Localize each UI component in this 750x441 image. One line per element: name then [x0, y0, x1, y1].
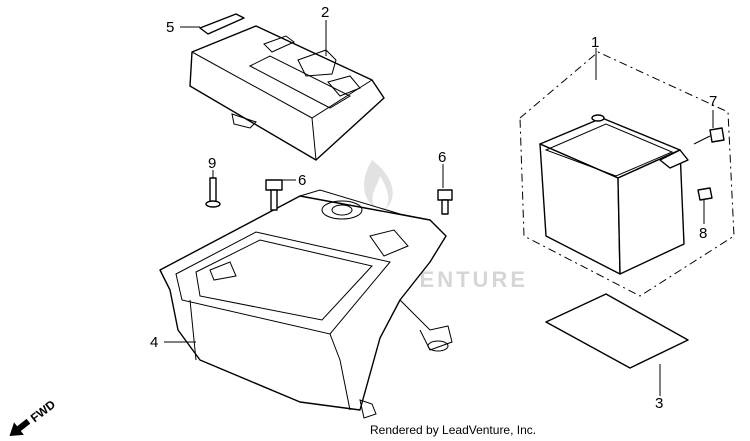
part-8-nut: [697, 187, 713, 201]
part-6-bolt-left: [265, 179, 283, 211]
callout-6-right: 6: [438, 149, 446, 166]
callout-1: 1: [591, 34, 599, 51]
callout-5: 5: [166, 19, 174, 36]
callout-9: 9: [208, 155, 216, 172]
callout-6-left: 6: [298, 172, 306, 189]
part-6-bolt-right: [437, 189, 453, 215]
part-3-battery-pad: [545, 293, 689, 369]
part-5-label-pad: [199, 13, 245, 35]
callout-4: 4: [150, 334, 158, 351]
credit-text: Rendered by LeadVenture, Inc.: [370, 423, 537, 437]
callout-7: 7: [709, 93, 717, 110]
arrow-left-icon: [9, 418, 31, 437]
fwd-arrow: FWD: [9, 397, 58, 437]
callout-2: 2: [321, 4, 329, 21]
part-4-battery-case: [159, 189, 453, 419]
fwd-label: FWD: [28, 397, 58, 425]
callout-3: 3: [655, 395, 663, 412]
callout-8: 8: [699, 225, 707, 242]
part-7-bolt: [693, 127, 725, 145]
part-2-battery-cover: [189, 25, 385, 161]
part-1-battery: [519, 51, 735, 297]
leader-lines: [164, 20, 714, 396]
part-9-pin: [205, 177, 221, 208]
